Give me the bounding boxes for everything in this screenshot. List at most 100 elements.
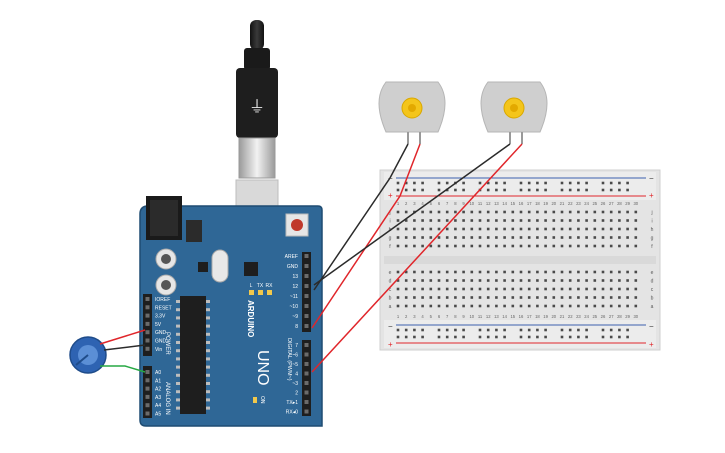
hole-b[interactable] [421, 296, 424, 299]
digital-pin[interactable] [304, 400, 309, 404]
hole-c[interactable] [536, 287, 539, 291]
rail-hole[interactable] [585, 328, 588, 332]
hole-e[interactable] [404, 270, 408, 274]
wire-motor2-red[interactable] [311, 143, 523, 373]
hole-j[interactable] [577, 210, 580, 214]
hole-e[interactable] [495, 270, 498, 274]
analog-pin[interactable] [145, 370, 150, 374]
hole-i[interactable] [552, 219, 556, 222]
hole-b[interactable] [577, 296, 580, 299]
hole-f[interactable] [470, 244, 474, 248]
hole-e[interactable] [413, 270, 416, 274]
rail-hole[interactable] [577, 328, 580, 332]
rail-hole[interactable] [421, 181, 424, 185]
hole-g[interactable] [421, 236, 424, 239]
hole-j[interactable] [536, 210, 539, 214]
hole-i[interactable] [618, 219, 621, 222]
hole-d[interactable] [601, 279, 605, 282]
hole-c[interactable] [511, 287, 515, 291]
rail-hole[interactable] [495, 181, 498, 185]
hole-i[interactable] [454, 219, 457, 222]
rail-hole[interactable] [568, 335, 572, 339]
hole-i[interactable] [503, 219, 506, 222]
hole-h[interactable] [626, 227, 629, 231]
hole-i[interactable] [486, 219, 490, 222]
rail-hole[interactable] [454, 335, 457, 339]
hole-a[interactable] [404, 304, 408, 308]
hole-i[interactable] [544, 219, 547, 222]
hole-e[interactable] [445, 270, 449, 274]
hole-a[interactable] [454, 304, 457, 308]
hole-e[interactable] [560, 270, 564, 274]
hole-g[interactable] [544, 236, 547, 239]
hole-c[interactable] [486, 287, 490, 291]
rail-hole[interactable] [626, 335, 629, 339]
rail-hole[interactable] [560, 181, 564, 185]
hole-f[interactable] [519, 244, 523, 248]
hole-j[interactable] [495, 210, 498, 214]
rail-hole[interactable] [618, 188, 621, 192]
hole-e[interactable] [454, 270, 457, 274]
hole-a[interactable] [544, 304, 547, 308]
rail-hole[interactable] [618, 328, 621, 332]
hole-g[interactable] [527, 236, 531, 239]
hole-f[interactable] [585, 244, 588, 248]
hole-e[interactable] [486, 270, 490, 274]
hole-g[interactable] [568, 236, 572, 239]
digital-pin[interactable] [304, 264, 309, 268]
hole-f[interactable] [511, 244, 515, 248]
digital-pin[interactable] [304, 381, 309, 385]
hole-j[interactable] [585, 210, 588, 214]
hole-f[interactable] [454, 244, 457, 248]
hole-g[interactable] [470, 236, 474, 239]
hole-c[interactable] [413, 287, 416, 291]
hole-b[interactable] [618, 296, 621, 299]
hole-d[interactable] [634, 279, 638, 282]
analog-header[interactable] [143, 366, 152, 418]
hole-g[interactable] [577, 236, 580, 239]
hole-d[interactable] [609, 279, 613, 282]
power-pin[interactable] [145, 321, 150, 326]
hole-f[interactable] [593, 244, 597, 248]
hole-c[interactable] [560, 287, 564, 291]
hole-e[interactable] [601, 270, 605, 274]
hole-h[interactable] [577, 227, 580, 231]
hole-f[interactable] [421, 244, 424, 248]
rail-hole[interactable] [601, 181, 605, 185]
hole-e[interactable] [429, 270, 433, 274]
hole-g[interactable] [413, 236, 416, 239]
hole-i[interactable] [601, 219, 605, 222]
hole-b[interactable] [568, 296, 572, 299]
hole-j[interactable] [511, 210, 515, 214]
rail-hole[interactable] [577, 335, 580, 339]
rail-hole[interactable] [609, 188, 613, 192]
hole-b[interactable] [609, 296, 613, 299]
hole-c[interactable] [404, 287, 408, 291]
hole-j[interactable] [445, 210, 449, 214]
rail-hole[interactable] [503, 335, 506, 339]
hole-j[interactable] [552, 210, 556, 214]
digital-pin[interactable] [304, 274, 309, 278]
hole-h[interactable] [445, 227, 449, 231]
hole-e[interactable] [527, 270, 531, 274]
digital-header-bottom[interactable] [302, 340, 311, 416]
rail-hole[interactable] [618, 335, 621, 339]
rail-hole[interactable] [486, 188, 490, 192]
hole-c[interactable] [568, 287, 572, 291]
hole-g[interactable] [396, 236, 400, 239]
hole-a[interactable] [421, 304, 424, 308]
hole-d[interactable] [536, 279, 539, 282]
analog-pin[interactable] [145, 378, 150, 383]
hole-d[interactable] [527, 279, 531, 282]
rail-hole[interactable] [601, 335, 605, 339]
hole-i[interactable] [568, 219, 572, 222]
hole-h[interactable] [421, 227, 424, 231]
hole-g[interactable] [454, 236, 457, 239]
rail-hole[interactable] [609, 181, 613, 185]
hole-h[interactable] [544, 227, 547, 231]
hole-i[interactable] [413, 219, 416, 222]
hole-j[interactable] [486, 210, 490, 214]
hole-d[interactable] [503, 279, 506, 282]
hole-j[interactable] [429, 210, 433, 214]
power-pin[interactable] [145, 297, 150, 301]
